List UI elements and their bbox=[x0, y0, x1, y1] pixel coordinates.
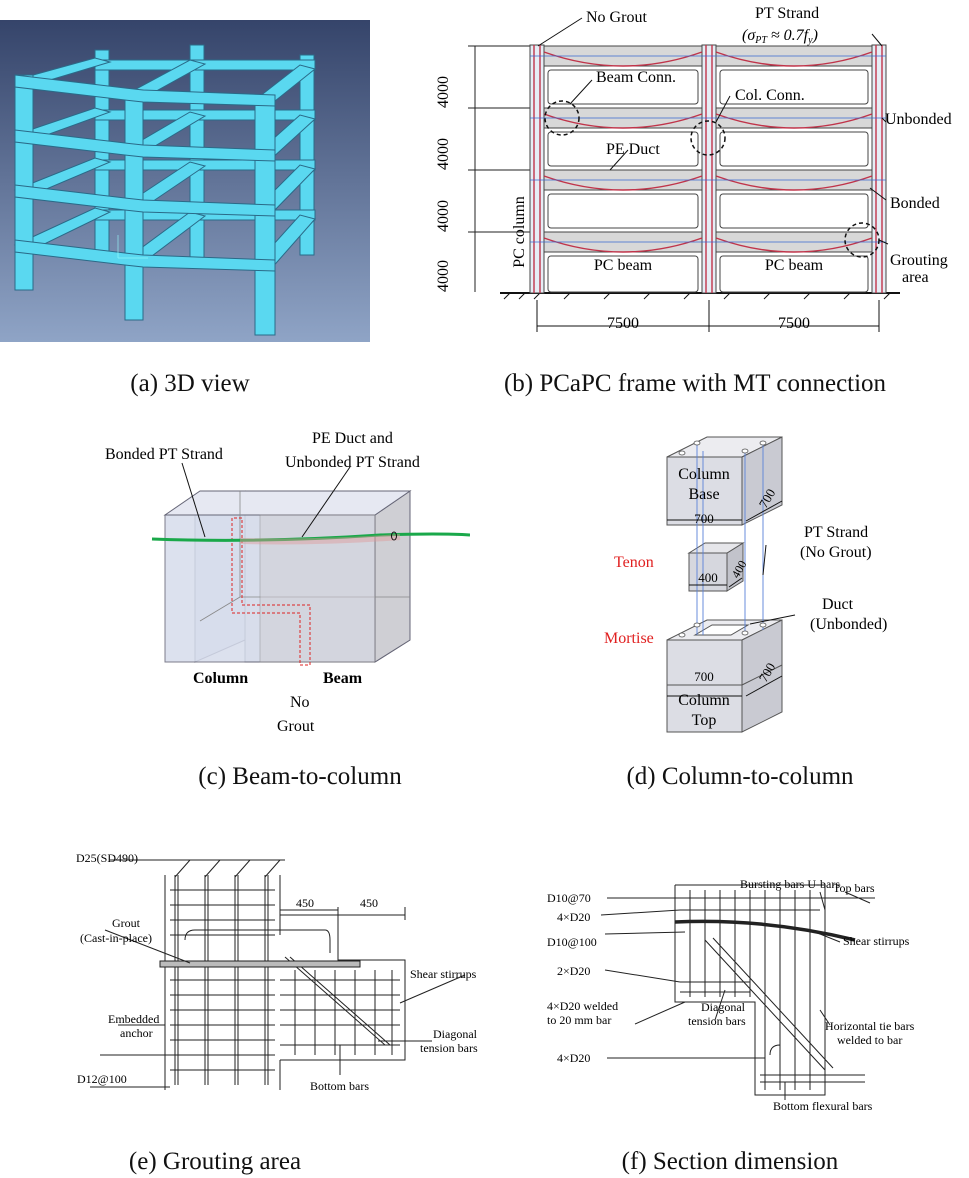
label-d10-100: D10@100 bbox=[547, 935, 597, 949]
label-pc-beam-right: PC beam bbox=[765, 257, 824, 274]
bay-width-1: 7500 bbox=[607, 315, 639, 332]
label-column-top-1: Column bbox=[678, 692, 730, 709]
caption-a: (a) 3D view bbox=[130, 370, 250, 397]
label-tenon: Tenon bbox=[614, 554, 654, 571]
label-d10-70: D10@70 bbox=[547, 891, 591, 905]
panel-grouting-area: D25(SD490) 450 450 Grout (Cast-in-place)… bbox=[40, 845, 510, 1095]
label-bottom-flexural: Bottom flexural bars bbox=[773, 1099, 873, 1113]
panel-column-to-column: Column Base 700 700 PT Strand (No Grout)… bbox=[600, 425, 969, 745]
story-height-2: 4000 bbox=[435, 200, 452, 232]
label-pe-duct: PE Duct bbox=[606, 141, 660, 158]
caption-f: (f) Section dimension bbox=[621, 1148, 839, 1175]
label-diagonal-1: Diagonal bbox=[433, 1027, 478, 1041]
dim-base-width: 700 bbox=[694, 511, 714, 526]
grouting-area-drawing: D25(SD490) 450 450 Grout (Cast-in-place)… bbox=[76, 851, 478, 1093]
label-bonded-pt-strand: Bonded PT Strand bbox=[105, 446, 223, 463]
dim-450-right: 450 bbox=[360, 896, 378, 910]
label-column-top-2: Top bbox=[692, 712, 717, 729]
label-shear-stirrups: Shear stirrups bbox=[410, 967, 477, 981]
label-grout-1: Grout bbox=[112, 916, 141, 930]
label-grout-2: (Cast-in-place) bbox=[80, 931, 152, 945]
label-beam-conn: Beam Conn. bbox=[596, 69, 676, 86]
label-pt-strand-2: (No Grout) bbox=[800, 544, 872, 561]
section-dimension-drawing: D10@70 Bursting bars U-bars Top bars 4×D… bbox=[547, 877, 915, 1113]
label-bursting-bars: Bursting bars U-bars bbox=[740, 877, 840, 891]
label-mortise: Mortise bbox=[604, 630, 654, 647]
label-d25: D25(SD490) bbox=[76, 851, 138, 865]
label-grout: Grout bbox=[277, 718, 315, 735]
column-to-column-drawing: Column Base 700 700 PT Strand (No Grout)… bbox=[604, 436, 887, 733]
label-col-conn: Col. Conn. bbox=[735, 87, 805, 104]
label-area: area bbox=[902, 269, 929, 286]
label-duct-1: Duct bbox=[822, 596, 854, 613]
label-no-grout: No Grout bbox=[586, 9, 647, 26]
label-d12: D12@100 bbox=[77, 1072, 127, 1086]
story-height-1: 4000 bbox=[435, 260, 452, 292]
dim-450-left: 450 bbox=[296, 896, 314, 910]
frame-3d-model-image bbox=[0, 20, 370, 342]
panel-3d-view bbox=[0, 20, 370, 342]
label-bottom-bars: Bottom bars bbox=[310, 1079, 369, 1093]
dim-tenon-width: 400 bbox=[698, 570, 718, 585]
label-4xd20-bottom: 4×D20 bbox=[557, 1051, 590, 1065]
label-shear-stirrups-f: Shear stirrups bbox=[843, 934, 910, 948]
label-top-bars: Top bars bbox=[833, 881, 875, 895]
label-horizontal-tie-2: welded to bar bbox=[837, 1033, 902, 1047]
label-horizontal-tie-1: Horizontal tie bars bbox=[825, 1019, 915, 1033]
label-unbonded: Unbonded bbox=[885, 111, 952, 128]
label-column-base-2: Base bbox=[688, 486, 719, 503]
caption-d: (d) Column-to-column bbox=[626, 763, 854, 790]
panel-frame-elevation: 4000 4000 4000 4000 7500 7500 No Grout P… bbox=[430, 0, 969, 345]
caption-e: (e) Grouting area bbox=[128, 1148, 302, 1175]
label-grouting: Grouting bbox=[890, 252, 948, 269]
label-pt-strand: PT Strand bbox=[755, 5, 819, 22]
label-welded-1: 4×D20 welded bbox=[547, 999, 618, 1013]
story-height-3: 4000 bbox=[435, 138, 452, 170]
label-pc-column: PC column bbox=[511, 196, 528, 268]
label-diagonal-f-1: Diagonal bbox=[701, 1000, 746, 1014]
label-sigma-pt: (σPT ≈ 0.7fy) bbox=[742, 27, 818, 46]
label-pe-duct-2: Unbonded PT Strand bbox=[285, 454, 420, 471]
label-pc-beam-left: PC beam bbox=[594, 257, 653, 274]
label-bonded: Bonded bbox=[890, 195, 940, 212]
dim-top-width: 700 bbox=[694, 669, 714, 684]
label-welded-2: to 20 mm bar bbox=[547, 1013, 611, 1027]
label-no: No bbox=[290, 694, 310, 711]
label-4xd20-top: 4×D20 bbox=[557, 910, 590, 924]
beam-to-column-drawing: Bonded PT Strand PE Duct and Unbonded PT… bbox=[105, 430, 471, 735]
label-embedded-1: Embedded bbox=[108, 1012, 159, 1026]
label-column: Column bbox=[193, 670, 248, 687]
label-beam: Beam bbox=[323, 670, 363, 687]
label-pe-duct-1: PE Duct and bbox=[312, 430, 393, 447]
label-duct-2: (Unbonded) bbox=[810, 616, 887, 633]
panel-section-dimension: D10@70 Bursting bars U-bars Top bars 4×D… bbox=[545, 870, 969, 1120]
bay-width-2: 7500 bbox=[778, 315, 810, 332]
label-pt-strand-1: PT Strand bbox=[804, 524, 868, 541]
label-diagonal-2: tension bars bbox=[420, 1041, 478, 1055]
frame-elevation-drawing: 4000 4000 4000 4000 7500 7500 No Grout P… bbox=[435, 5, 952, 332]
label-column-base-1: Column bbox=[678, 466, 730, 483]
label-embedded-2: anchor bbox=[120, 1026, 153, 1040]
caption-b: (b) PCaPC frame with MT connection bbox=[503, 370, 887, 397]
label-2xd20: 2×D20 bbox=[557, 964, 590, 978]
panel-beam-to-column: Bonded PT Strand PE Duct and Unbonded PT… bbox=[100, 425, 471, 745]
caption-c: (c) Beam-to-column bbox=[198, 763, 402, 790]
label-diagonal-f-2: tension bars bbox=[688, 1014, 746, 1028]
story-height-4: 4000 bbox=[435, 76, 452, 108]
